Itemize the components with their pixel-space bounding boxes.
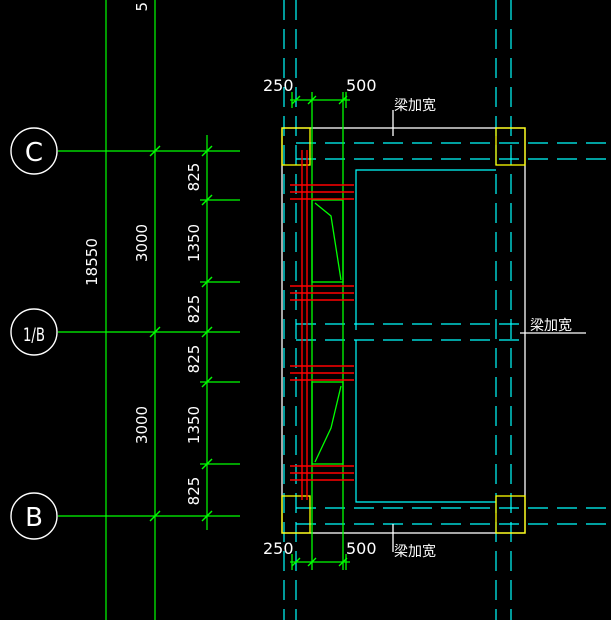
dim-total-label: 18550 [83,238,101,286]
note-beam-widen-right: 梁加宽 [530,317,572,334]
axis-label-1b: 1/B [23,324,45,346]
axis-bubble-c: C [10,127,58,175]
axis-bubble-1b: 1/B [10,308,58,356]
dim-bay-upper-label: 3000 [133,224,151,262]
note-beam-widen-bottom: 梁加宽 [394,543,436,560]
axis-label-c: C [25,138,43,168]
dim-seg-lower-1: 825 [185,345,203,374]
wall-outline [290,92,350,570]
beam-inner-edges [355,169,496,503]
dim-seg-lower-3: 825 [185,477,203,506]
grid-dash-lines [283,0,611,620]
dim-bay-lower-label: 3000 [133,406,151,444]
axis-label-b: B [25,503,43,533]
dim-top-edge-label: 5 [133,2,151,12]
dim-bottom-left: 250 [263,539,294,558]
dim-bottom-right: 500 [346,539,377,558]
axis-bubble-b: B [10,492,58,540]
beam-outline [281,110,586,552]
columns [281,127,526,534]
dimension-lines [58,0,240,620]
note-beam-widen-top: 梁加宽 [394,97,436,114]
dim-seg-lower-2: 1350 [185,406,203,444]
rebar [290,150,354,500]
dim-seg-upper-3: 825 [185,295,203,324]
dim-seg-upper-2: 1350 [185,224,203,262]
dim-seg-upper-1: 825 [185,163,203,192]
dim-top-left: 250 [263,76,294,95]
dim-top-right: 500 [346,76,377,95]
